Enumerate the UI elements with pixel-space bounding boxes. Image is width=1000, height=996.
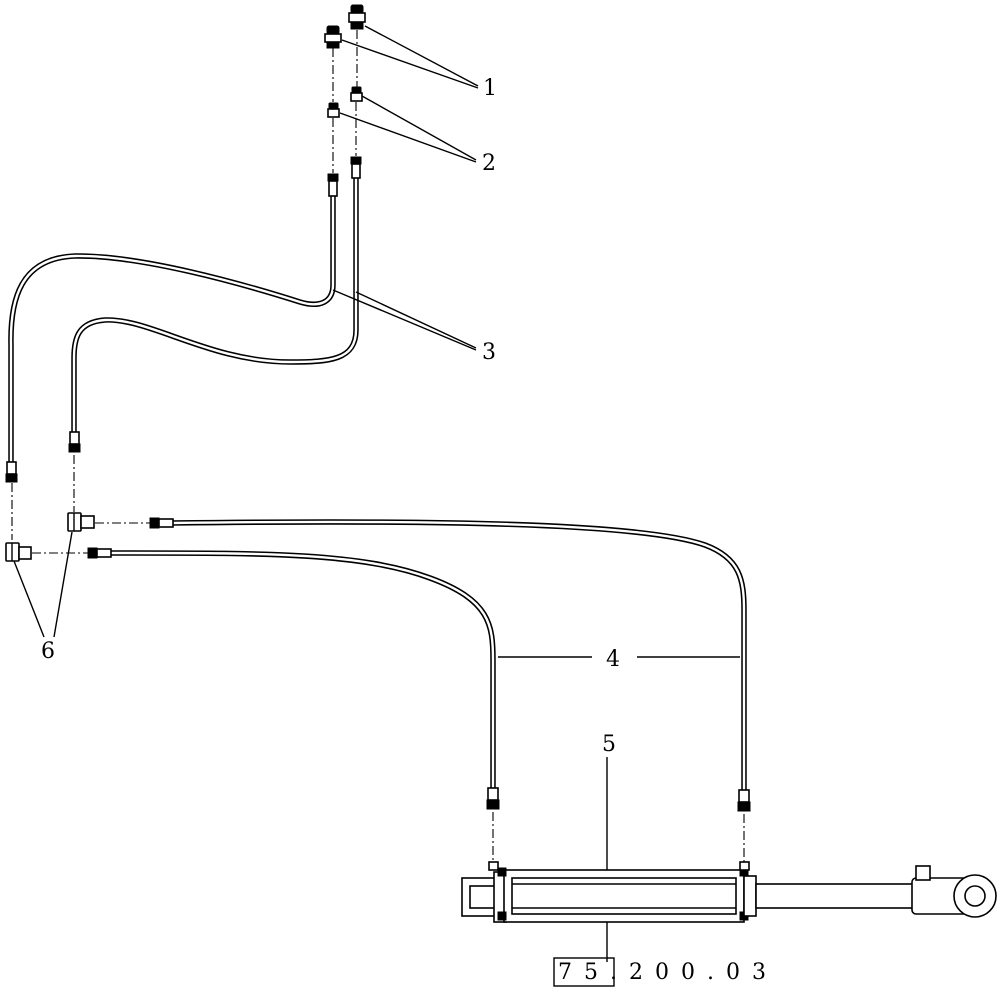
- hose-part-4b: [107, 550, 496, 791]
- callout-3: 3: [482, 340, 496, 365]
- reference-code-box: 75.200.03: [553, 957, 778, 987]
- callout-5: 5: [602, 732, 616, 757]
- callout-6: 6: [41, 639, 55, 664]
- hose-fittings-lower: [87, 517, 751, 812]
- elbow-fitting-part-6a: [67, 512, 95, 532]
- hose-part-3b: [71, 175, 359, 435]
- callout-1: 1: [483, 76, 497, 101]
- elbow-fitting-part-6b: [5, 542, 32, 562]
- coupler-part-1b: [348, 4, 366, 30]
- leader-lines: [13, 25, 740, 962]
- adapter-part-2b: [350, 86, 363, 102]
- reference-code: 75.200.03: [558, 960, 778, 985]
- center-lines: [11, 30, 745, 868]
- callout-2: 2: [482, 151, 496, 176]
- callout-4: 4: [606, 647, 620, 672]
- hose-fittings-upper: [5, 156, 362, 483]
- coupler-part-1a: [324, 25, 342, 49]
- hydraulic-cylinder-part-5: [461, 861, 997, 923]
- adapter-part-2a: [327, 102, 340, 118]
- hose-part-4a: [169, 519, 747, 793]
- hose-part-3a: [8, 193, 336, 465]
